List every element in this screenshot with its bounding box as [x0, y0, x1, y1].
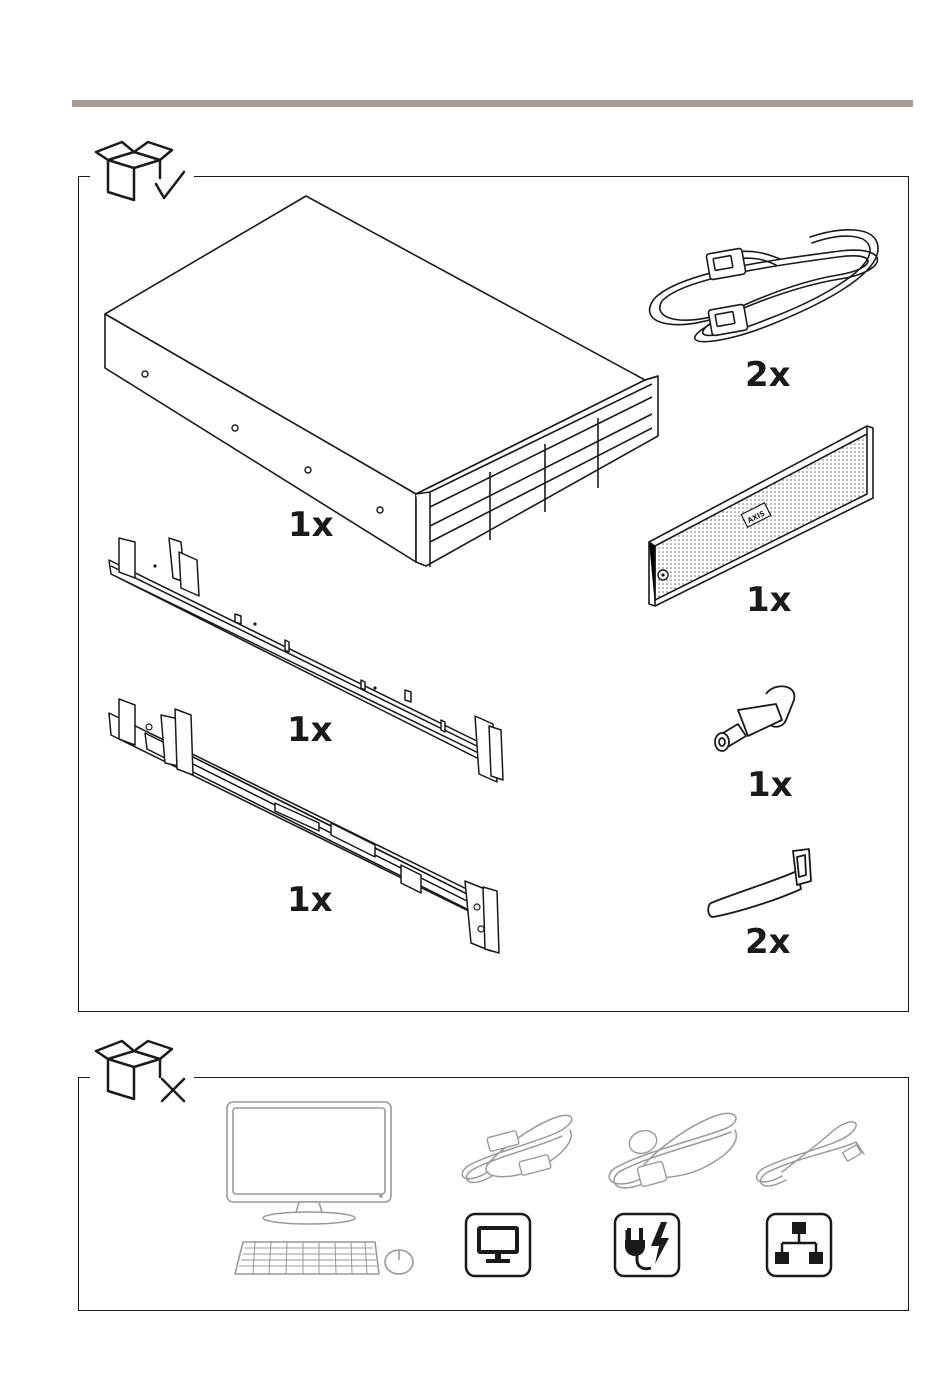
power-cable-illustration	[603, 1112, 743, 1194]
monitor-icon	[464, 1212, 534, 1278]
top-rule	[72, 100, 913, 107]
cable-strap-quantity: 2x	[745, 925, 791, 959]
power-cord-illustration	[640, 215, 890, 350]
rack-rail-right-illustration	[105, 693, 510, 963]
recorder-illustration	[100, 192, 665, 572]
front-bezel-quantity: 1x	[746, 583, 792, 617]
display-cable-illustration	[458, 1112, 578, 1194]
bezel-key-illustration	[708, 680, 803, 755]
power-cord-quantity: 2x	[745, 358, 791, 392]
network-icon	[765, 1212, 835, 1278]
network-cable-illustration	[752, 1120, 872, 1192]
computer-illustration	[225, 1100, 425, 1285]
rack-rail-right-quantity: 1x	[287, 883, 333, 917]
box-cross-icon	[90, 1033, 194, 1107]
cable-strap-illustration	[705, 845, 815, 920]
power-plug-icon	[613, 1212, 683, 1278]
bezel-key-quantity: 1x	[747, 768, 793, 802]
